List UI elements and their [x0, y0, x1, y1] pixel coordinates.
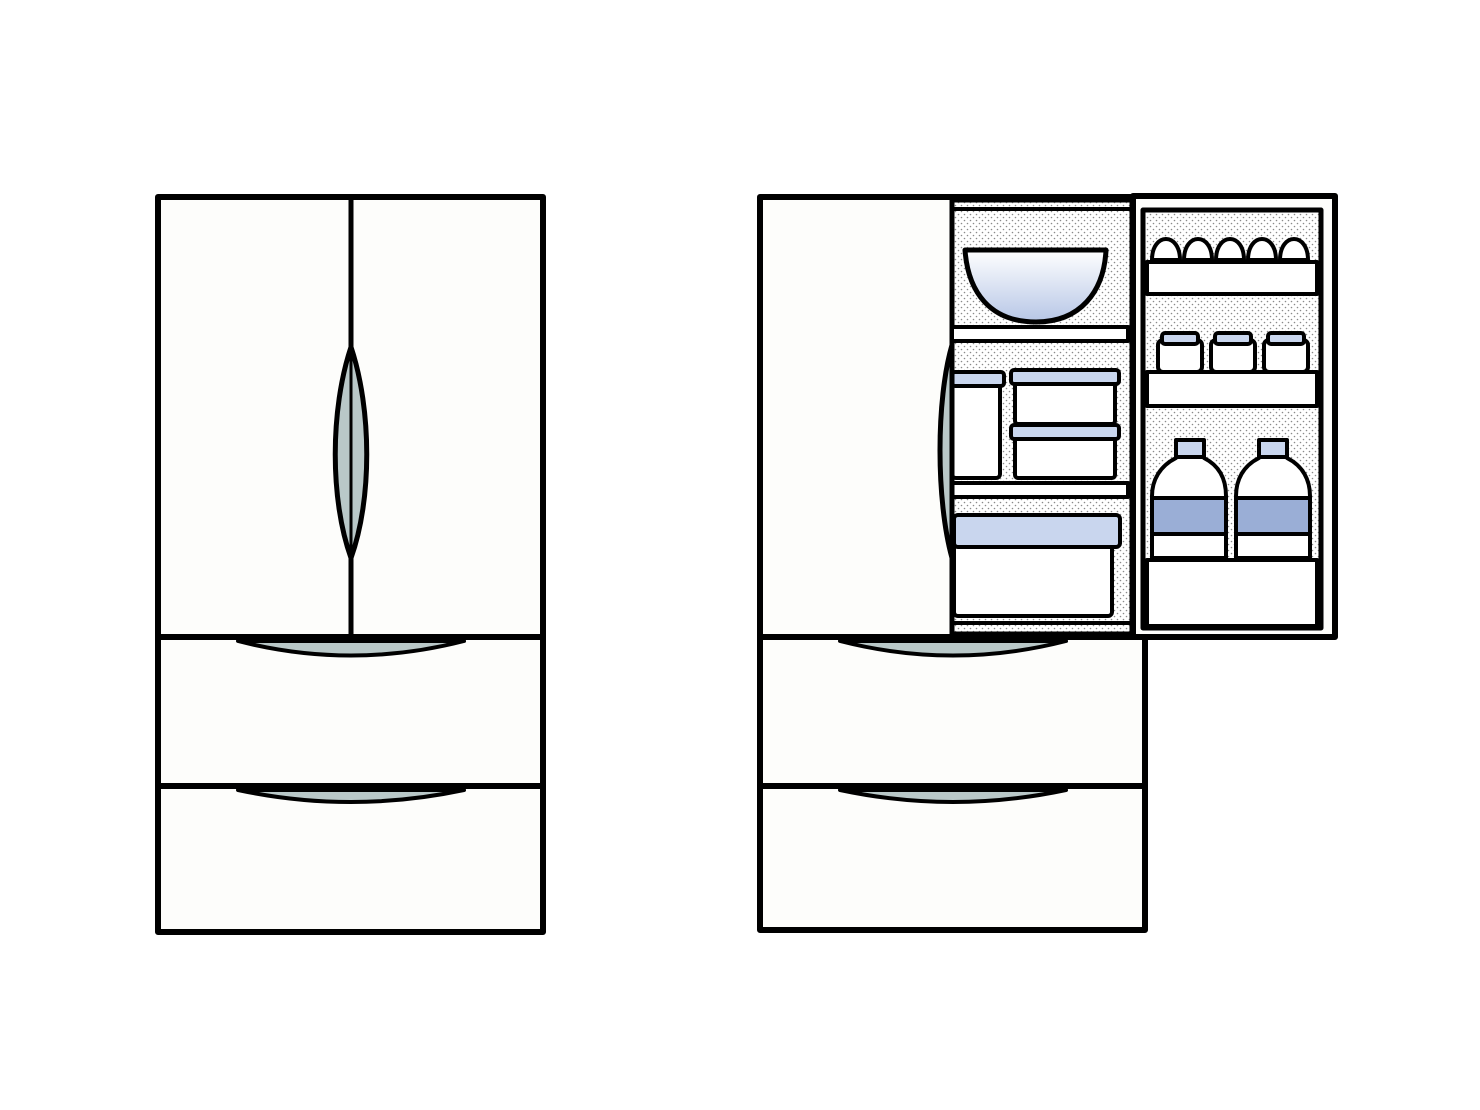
- door-shelf-2: [1145, 370, 1319, 408]
- drawer-handle-top: [236, 639, 466, 658]
- drawer-handle-bottom: [236, 788, 466, 804]
- jar-icon: [1262, 331, 1310, 374]
- door-shelf-3: [1145, 558, 1319, 628]
- jar-icon: [1156, 331, 1204, 374]
- refrigerator-closed-icon: [155, 194, 546, 935]
- drawer-handle-top: [838, 639, 1068, 658]
- bowl-icon: [962, 247, 1109, 325]
- food-container-icon: [952, 513, 1122, 618]
- drawer-handle-bottom: [838, 788, 1068, 804]
- bottle-icon: [1150, 438, 1228, 560]
- door-shelf-1: [1145, 260, 1319, 296]
- door-handle: [937, 342, 955, 561]
- refrigerator-open-icon: [757, 193, 1338, 933]
- shelf-1: [950, 325, 1130, 343]
- shelf-2: [950, 481, 1130, 499]
- bottle-icon: [1234, 438, 1312, 560]
- food-container-icon: [950, 370, 1006, 480]
- food-container-icon: [1009, 423, 1121, 480]
- jar-icon: [1209, 331, 1257, 374]
- food-container-icon: [1009, 368, 1121, 426]
- egg-icon: [1150, 237, 1310, 262]
